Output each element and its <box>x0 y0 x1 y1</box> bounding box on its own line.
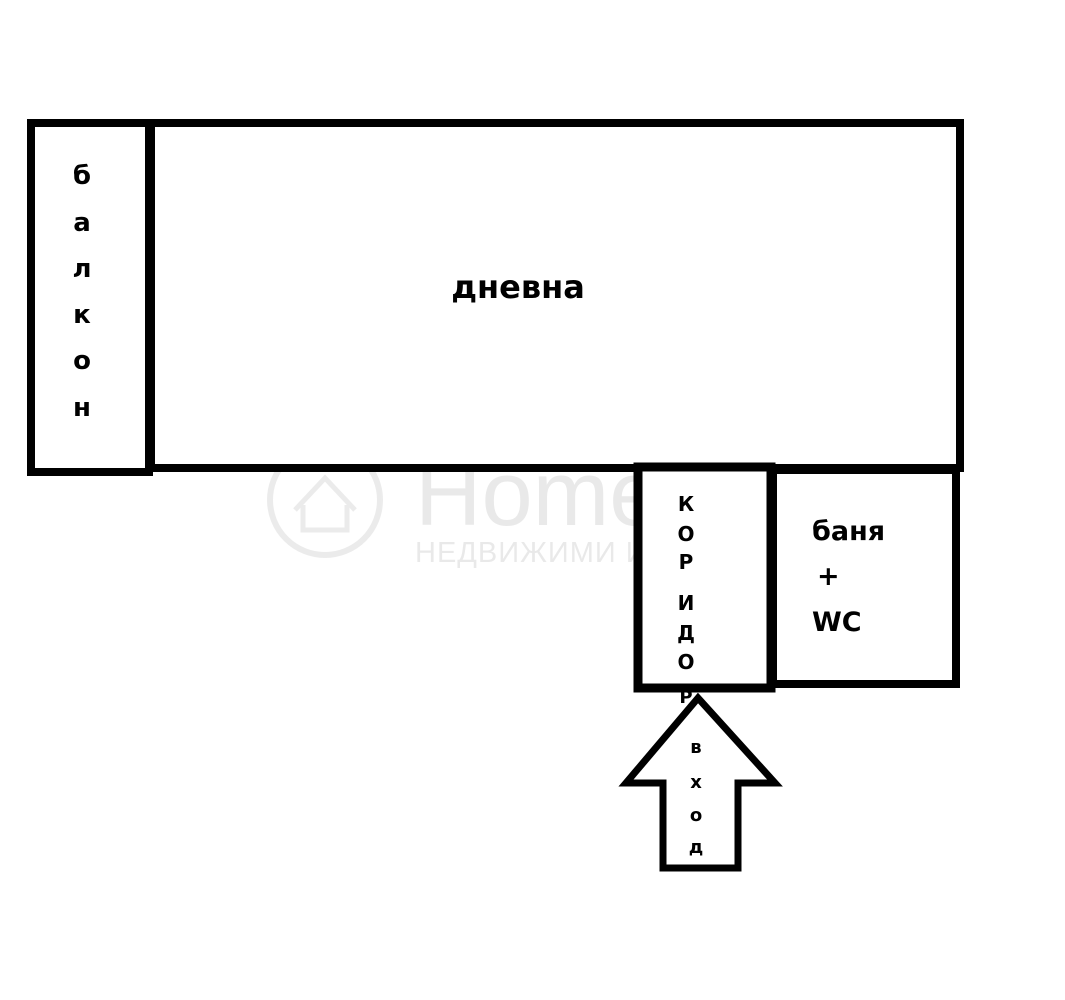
balcony-label-letter: л <box>72 254 91 284</box>
entrance-label-letter: о <box>690 805 702 826</box>
corridor-label-letter: Д <box>677 621 695 645</box>
bathroom-label-line: баня <box>812 516 885 547</box>
entrance-label-letter: д <box>689 837 704 858</box>
corridor-label: К О Р И Д О Р <box>677 492 695 708</box>
living-room-label: дневна <box>451 268 585 306</box>
bathroom-label-line: WC <box>812 607 862 638</box>
balcony-label-letter: н <box>73 393 91 423</box>
corridor-room <box>633 462 776 693</box>
entrance-label-letter: в <box>690 737 701 758</box>
balcony-label: б а л к о н <box>72 161 91 423</box>
bathroom-label-line: + <box>817 561 840 592</box>
entrance-label-letter: х <box>690 772 702 793</box>
corridor-label-letter: И <box>678 591 695 615</box>
balcony-label-letter: к <box>73 300 91 330</box>
living-room <box>147 119 964 472</box>
up-arrow-icon <box>618 692 783 872</box>
bathroom-label: баня + WC <box>812 516 885 638</box>
balcony-label-letter: б <box>73 161 91 191</box>
balcony-label-letter: а <box>73 208 91 238</box>
corridor-label-letter: Р <box>679 687 692 708</box>
balcony-label-letter: о <box>73 346 91 376</box>
entrance-label: в х о д <box>689 737 704 858</box>
corridor-label-letter: О <box>677 522 694 546</box>
corridor-label-letter: О <box>677 650 694 674</box>
corridor-label-letter: К <box>678 492 695 516</box>
bathroom-room <box>769 466 960 688</box>
corridor-label-letter: Р <box>679 550 694 574</box>
